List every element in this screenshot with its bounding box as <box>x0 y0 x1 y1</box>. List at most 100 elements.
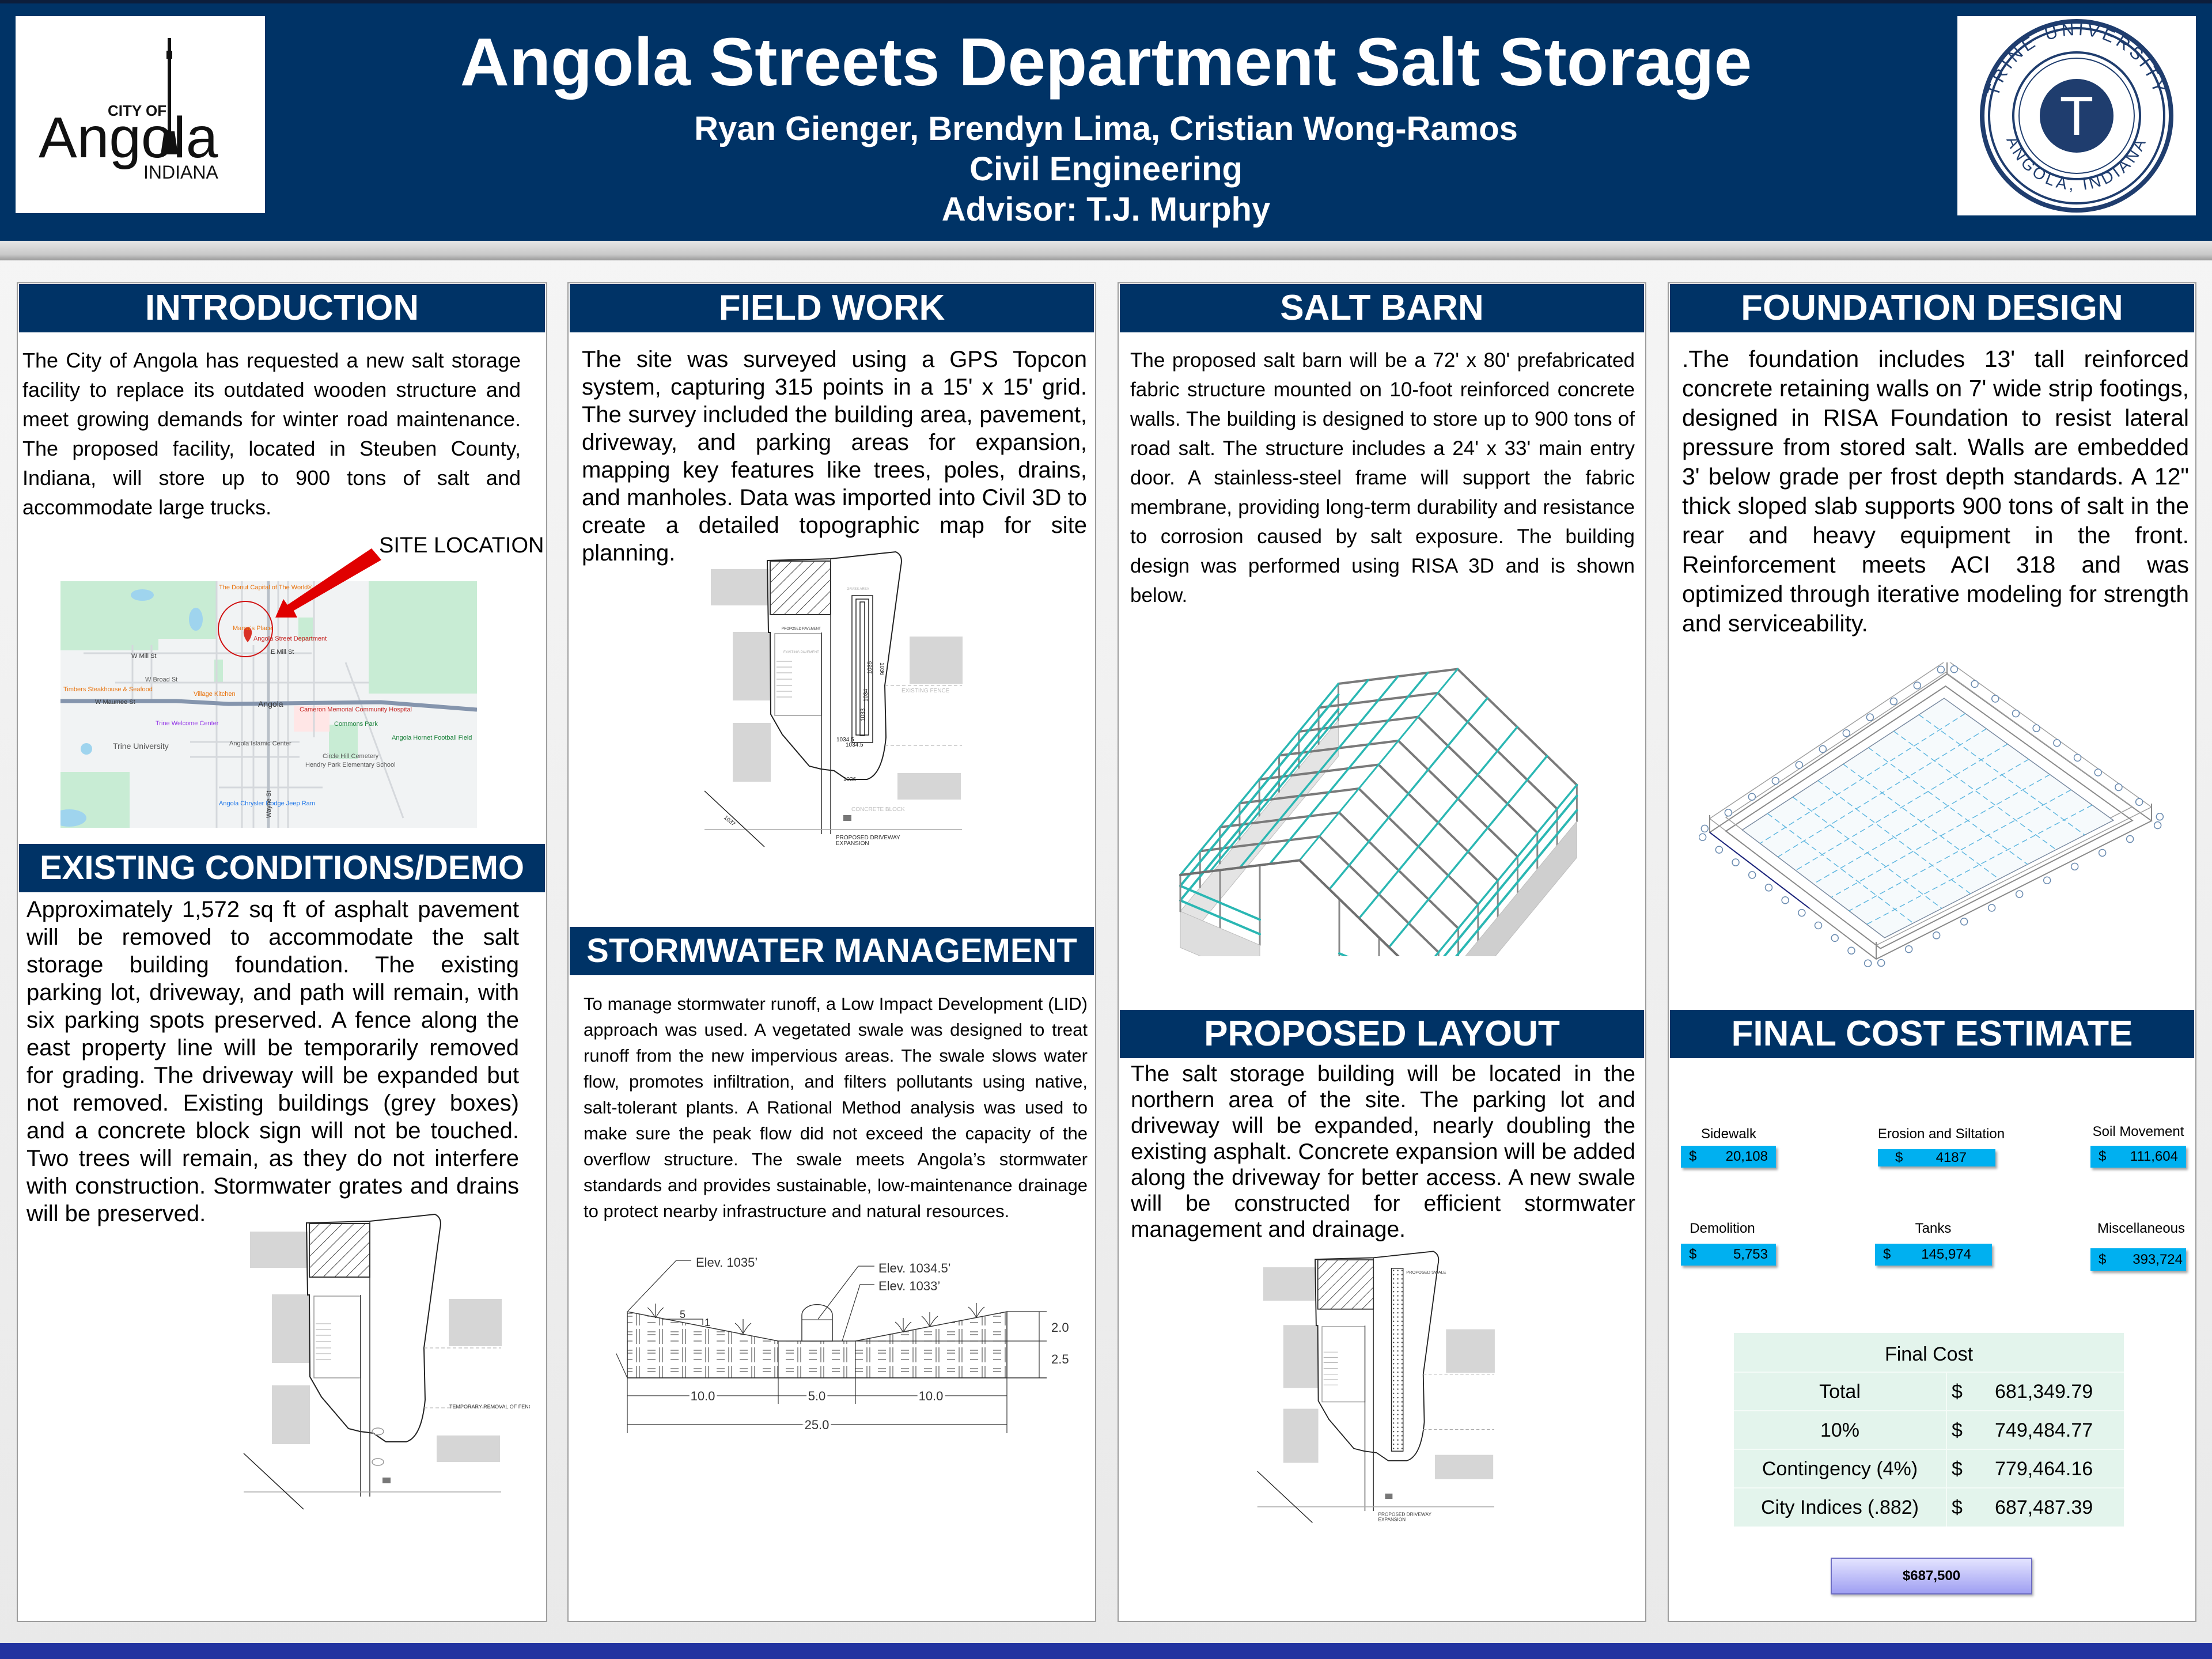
node-marker <box>2156 813 2164 821</box>
slab-grid-line <box>1831 774 2050 898</box>
map-label-donut: The Donut Capital of The World® <box>219 584 312 591</box>
row-label: Contingency (4%) <box>1762 1458 1918 1480</box>
poster-advisor: Advisor: T.J. Murphy <box>941 191 1271 228</box>
node-marker <box>1700 824 1709 833</box>
node-marker <box>1715 846 1724 854</box>
poster-authors: Ryan Gienger, Brendyn Lima, Cristian Won… <box>694 110 1518 147</box>
slab-grid-line <box>1868 747 2028 865</box>
cost-box-soil-movement: $111,604 <box>2090 1146 2186 1168</box>
node-marker <box>1699 833 1707 841</box>
plan-contour-1035: 1035 <box>867 661 873 674</box>
node-marker <box>2098 849 2107 857</box>
monument-icon <box>161 38 178 154</box>
slab-grid-line <box>1849 789 2071 911</box>
stormwater-heading: STORMWATER MANAGEMENT <box>570 927 1094 975</box>
node-marker <box>1937 665 1945 674</box>
retaining-wall-outline <box>1725 685 2134 949</box>
plan-contour-1034: 1034 <box>863 688 869 702</box>
node-marker <box>2094 768 2102 777</box>
slab-grid-line <box>1795 743 2008 871</box>
plan-contour-1033: 1033 <box>860 708 866 721</box>
plan-contour-1034-5: 1034.5 <box>836 737 854 743</box>
roof-purlin <box>1388 755 1548 949</box>
cost-estimate-heading: FINAL COST ESTIMATE <box>1670 1010 2194 1058</box>
field-work-text: The site was surveyed using a GPS Topcon… <box>582 347 1087 566</box>
roof-purlin <box>1358 726 1518 919</box>
currency-symbol: $ <box>1689 1149 1697 1164</box>
plan-label-proposed-pavement: PROPOSED PAVEMENT <box>782 627 821 631</box>
cost-box-miscellaneous: $393,724 <box>2090 1248 2186 1271</box>
dim-soil: 2.5 <box>1051 1352 1069 1366</box>
cost-box-demolition: $5,753 <box>1681 1244 1776 1266</box>
plan-label-driveway: PROPOSED DRIVEWAY <box>836 835 900 841</box>
slab-grid-line <box>1893 730 2056 850</box>
site-circle <box>218 601 273 657</box>
node-marker <box>2126 835 2134 843</box>
map-label-hospital: Cameron Memorial Community Hospital <box>300 706 412 713</box>
plan-label-driveway-2: EXPANSION <box>836 840 869 847</box>
map-hospital-area <box>294 706 329 732</box>
row-label: Total <box>1819 1381 1861 1403</box>
footer-stripe <box>0 1643 2212 1659</box>
poster-header: CITY OF Angola INDIANA Angola Streets De… <box>0 0 2212 241</box>
row-label: 10% <box>1820 1419 1860 1441</box>
plan-contour-1037: 1037 <box>722 815 736 828</box>
row-value: 687,487.39 <box>1995 1497 2093 1518</box>
city-of-angola-logo: CITY OF Angola INDIANA <box>16 16 265 213</box>
proposed-layout-text: The salt storage building will be locate… <box>1131 1062 1635 1242</box>
overflow-structure <box>801 1304 833 1342</box>
foundation-model <box>1699 662 2164 967</box>
side-concrete-wall <box>1465 820 1577 956</box>
node-marker <box>2070 862 2079 871</box>
map-water <box>60 589 203 827</box>
node-marker <box>1771 777 1780 785</box>
final-cost-table: Final Cost Total$681,349.79 10%$749,484.… <box>1734 1333 2124 1527</box>
seal-monogram: T <box>2060 85 2094 147</box>
final-cost-amount: $687,500 <box>1831 1558 2032 1594</box>
field-work-topographic-map: PROPOSED PAVEMENT EXISTING PAVEMENT GRAS… <box>704 551 963 847</box>
logo-indiana: INDIANA <box>143 162 218 183</box>
node-marker <box>1866 713 1874 721</box>
slab-grid-line <box>1866 804 2093 925</box>
row-currency: $ <box>1952 1458 1963 1480</box>
row-currency: $ <box>1952 1419 1963 1441</box>
label-elev-1035: Elev. 1035’ <box>696 1255 757 1270</box>
salt-barn-text: The proposed salt barn will be a 72' x 8… <box>1130 349 1635 607</box>
currency-symbol: $ <box>1883 1247 1891 1262</box>
label-elev-1034-5: Elev. 1034.5’ <box>878 1261 951 1275</box>
swale-cross-section: Elev. 1035’ Elev. 1034.5’ Elev. 1033’ 5 … <box>616 1255 1069 1434</box>
cost-value: 20,108 <box>1725 1149 1768 1164</box>
row-currency: $ <box>1952 1381 1963 1403</box>
node-marker <box>1798 908 1806 917</box>
map-label-hornet: Angola Hornet Football Field <box>392 734 472 741</box>
stormwater-text: To manage stormwater runoff, a Low Impac… <box>584 994 1088 1221</box>
map-label-w-broad: W Broad St <box>145 676 177 683</box>
cost-label-miscellaneous: Miscellaneous <box>2097 1221 2186 1236</box>
row-value: 749,484.77 <box>1995 1419 2093 1441</box>
slab-grid-line <box>1767 813 1914 924</box>
endwall-girt <box>1179 884 1261 921</box>
foundation-heading: FOUNDATION DESIGN <box>1670 284 2194 332</box>
cost-label-erosion: Erosion and Siltation <box>1877 1126 2005 1142</box>
node-marker <box>1814 921 1823 930</box>
plan-label-existing-pavement: EXISTING PAVEMENT <box>783 651 819 654</box>
roof-purlin <box>1434 783 1578 956</box>
node-marker <box>1932 931 1941 940</box>
dim-mid: 5.0 <box>808 1389 826 1403</box>
site-location-label: SITE LOCATION <box>379 533 544 558</box>
node-marker <box>2053 739 2061 747</box>
proposed-swale <box>1391 1268 1404 1452</box>
slab-grid-line <box>1760 713 1966 844</box>
node-marker <box>1991 695 1999 703</box>
node-marker <box>1913 681 1922 690</box>
node-marker <box>2135 798 2143 806</box>
wall-girt <box>1442 794 1578 956</box>
leader-lines <box>627 1260 874 1342</box>
node-marker <box>2043 876 2051 884</box>
introduction-text: The City of Angola has requested a new s… <box>22 349 521 519</box>
frame-rafter <box>1179 859 1301 876</box>
slab-grid-line <box>1817 780 1971 895</box>
map-label-chrysler: Angola Chrysler Dodge Jeep Ram <box>219 800 315 807</box>
node-marker <box>2015 890 2024 898</box>
plan-label-driveway-2: EXPANSION <box>1378 1517 1406 1522</box>
